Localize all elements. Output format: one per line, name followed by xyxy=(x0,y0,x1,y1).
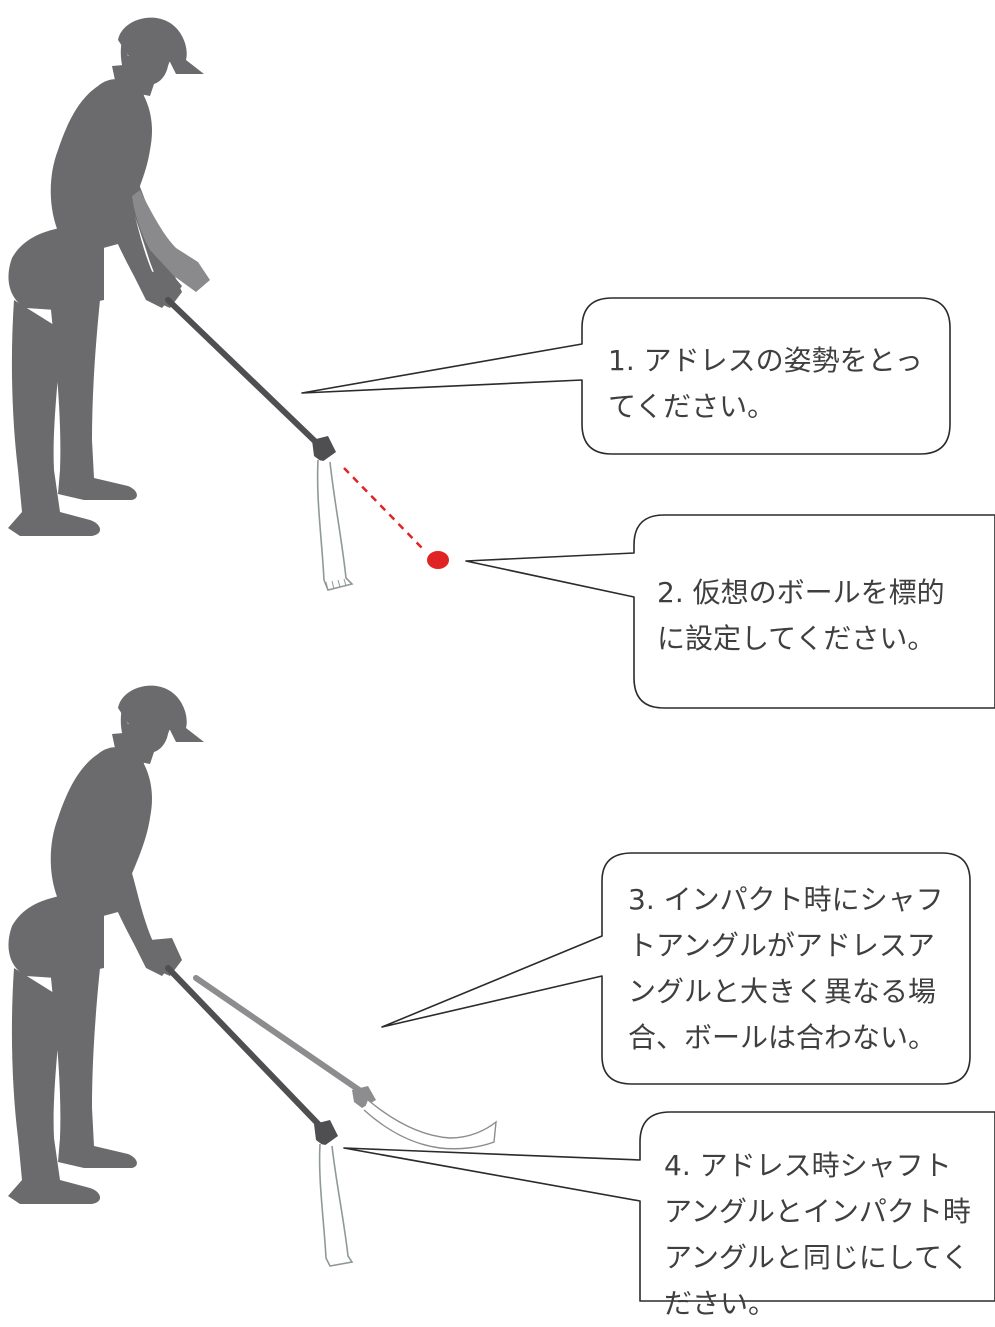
callout-text-step-4: 4. アドレス時シャフトアングルとインパクト時アングルと同じにしてください。 xyxy=(664,1149,971,1320)
towel-address-2 xyxy=(318,1143,354,1267)
callout-bubble-4 xyxy=(343,1111,995,1302)
golfer-silhouette-address xyxy=(8,17,204,536)
callout-bubble-2 xyxy=(465,514,995,709)
towel-address xyxy=(316,459,354,591)
target-guide-line xyxy=(343,467,425,551)
callout-text-step-2: 2. 仮想のボールを標的に設定してください。 xyxy=(657,576,945,655)
callout-bubble-3 xyxy=(381,852,971,1085)
callout-bubble-1 xyxy=(301,297,951,455)
impact-arms-ghost xyxy=(132,190,210,292)
target-ball-icon xyxy=(427,551,449,569)
golf-club-impact xyxy=(193,975,365,1095)
callout-text-step-1: 1. アドレスの姿勢をとってください。 xyxy=(608,344,923,423)
callout-text-step-3: 3. インパクト時にシャフトアングルがアドレスアングルと大きく異なる場合、ボール… xyxy=(628,883,944,1054)
towel-impact xyxy=(363,1099,497,1150)
golf-club-address xyxy=(165,297,325,451)
golfer-silhouette-impact xyxy=(8,685,204,1204)
golf-club-head-address-2 xyxy=(314,1120,338,1146)
golf-club-head-address xyxy=(312,436,336,462)
golf-club-address-2 xyxy=(165,965,327,1133)
